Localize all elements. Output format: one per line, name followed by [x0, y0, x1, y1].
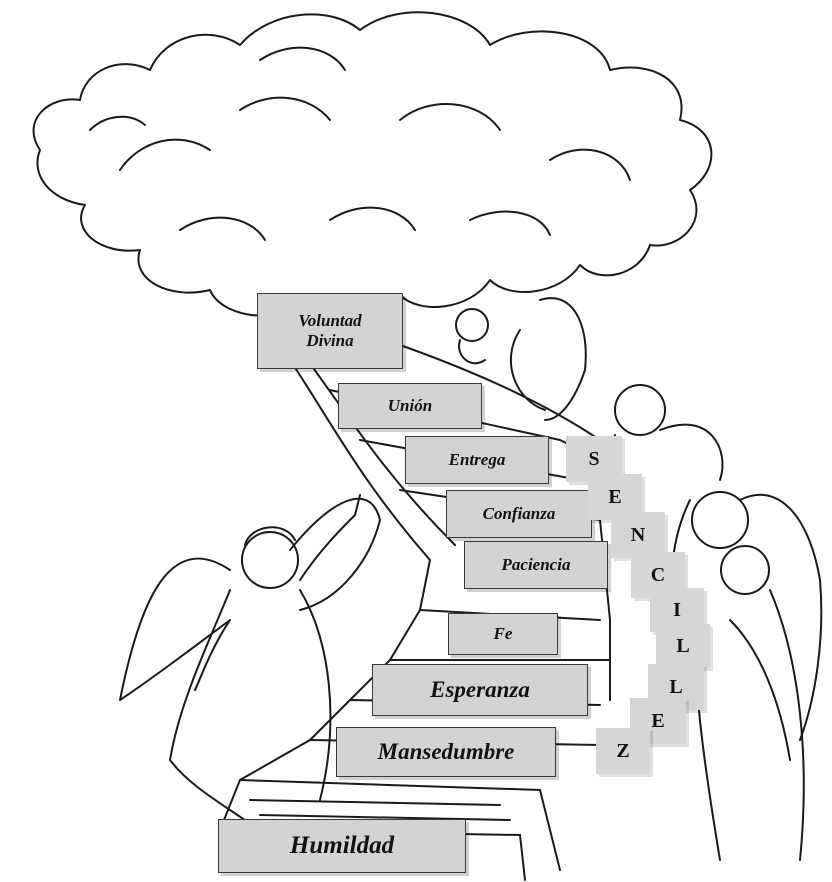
sencillez-letter-9: Z — [596, 728, 650, 774]
step-humildad-label: Humildad — [289, 831, 395, 859]
sencillez-letter-8-text: E — [651, 709, 665, 732]
step-confianza-label: Confianza — [482, 504, 556, 524]
step-esperanza-label: Esperanza — [430, 676, 530, 702]
step-fe-label: Fe — [493, 624, 513, 644]
left-angel-drawing — [119, 494, 381, 861]
step-voluntad-divina: Voluntad Divina — [257, 293, 403, 369]
sencillez-letter-3: N — [611, 512, 665, 558]
step-union-label: Unión — [387, 396, 433, 416]
sencillez-letter-6: L — [656, 624, 710, 668]
step-esperanza: Esperanza — [372, 664, 588, 716]
sencillez-letter-1-text: S — [588, 447, 600, 470]
step-paciencia-label: Paciencia — [501, 555, 571, 575]
sencillez-letter-5-text: I — [673, 598, 681, 621]
sencillez-letter-9-text: Z — [616, 739, 630, 762]
step-mansedumbre-label: Mansedumbre — [377, 738, 515, 764]
step-paciencia: Paciencia — [464, 541, 608, 589]
step-confianza: Confianza — [446, 490, 592, 538]
step-entrega: Entrega — [405, 436, 549, 484]
step-humildad: Humildad — [218, 819, 466, 873]
step-entrega-label: Entrega — [448, 450, 506, 470]
step-union: Unión — [338, 383, 482, 429]
step-mansedumbre: Mansedumbre — [336, 727, 556, 777]
sencillez-letter-4-text: C — [650, 563, 666, 586]
sencillez-letter-3-text: N — [630, 523, 646, 546]
step-voluntad-divina-label: Voluntad Divina — [298, 311, 362, 350]
step-fe: Fe — [448, 613, 558, 655]
cloud-drawing — [32, 11, 713, 319]
sencillez-letter-7-text: L — [669, 675, 683, 698]
sencillez-letter-6-text: L — [676, 634, 690, 657]
sencillez-letter-2-text: E — [608, 485, 622, 508]
